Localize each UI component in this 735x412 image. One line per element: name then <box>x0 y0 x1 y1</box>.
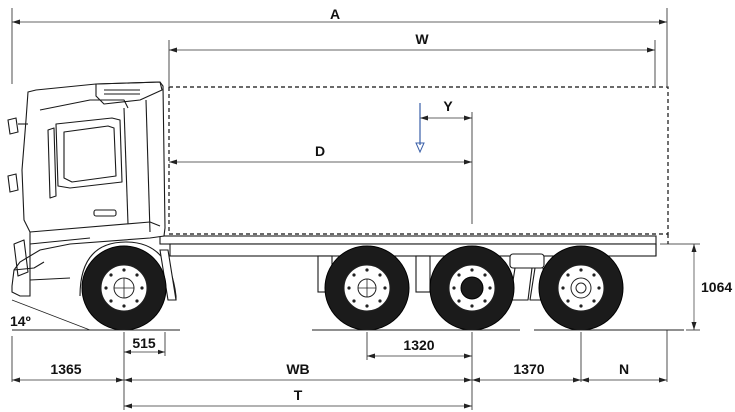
dimension-wb-label: WB <box>286 361 309 377</box>
dimension-a: A <box>11 6 668 86</box>
dimension-w-label: W <box>415 31 429 47</box>
approach-angle-label: 14º <box>10 313 31 329</box>
down-arrow-icon <box>415 103 425 154</box>
chassis-frame <box>159 235 657 301</box>
dimension-frame-height: 1064 <box>660 243 732 331</box>
reference-lines <box>11 330 668 410</box>
rear-wheel-2 <box>429 245 515 331</box>
dimension-a-label: A <box>330 6 340 22</box>
dimension-1365-label: 1365 <box>50 361 81 377</box>
dimension-1320: 1320 <box>367 337 472 359</box>
dimension-y-label: Y <box>443 98 453 114</box>
rear-wheel-3 <box>538 245 624 331</box>
dimension-t: T <box>124 387 472 409</box>
dimension-y: Y <box>420 98 472 121</box>
frame-height-label: 1064 <box>701 279 732 295</box>
dimension-d-label: D <box>315 143 325 159</box>
dimension-515-label: 515 <box>132 335 156 351</box>
dimension-t-label: T <box>294 387 303 403</box>
approach-angle: 14º <box>10 299 91 331</box>
front-wheel <box>81 245 167 331</box>
dimension-row-lower: 1365 WB 1370 N <box>12 361 667 383</box>
dimension-w: W <box>168 31 656 86</box>
truck-cab <box>7 81 177 301</box>
dimension-1370-label: 1370 <box>513 361 544 377</box>
dimension-1320-label: 1320 <box>403 337 434 353</box>
load-body-outline <box>168 86 669 235</box>
dimension-515: 515 <box>124 335 165 355</box>
dimension-n-label: N <box>619 361 629 377</box>
dimension-d: D <box>169 112 473 224</box>
rear-wheel-1 <box>324 245 410 331</box>
